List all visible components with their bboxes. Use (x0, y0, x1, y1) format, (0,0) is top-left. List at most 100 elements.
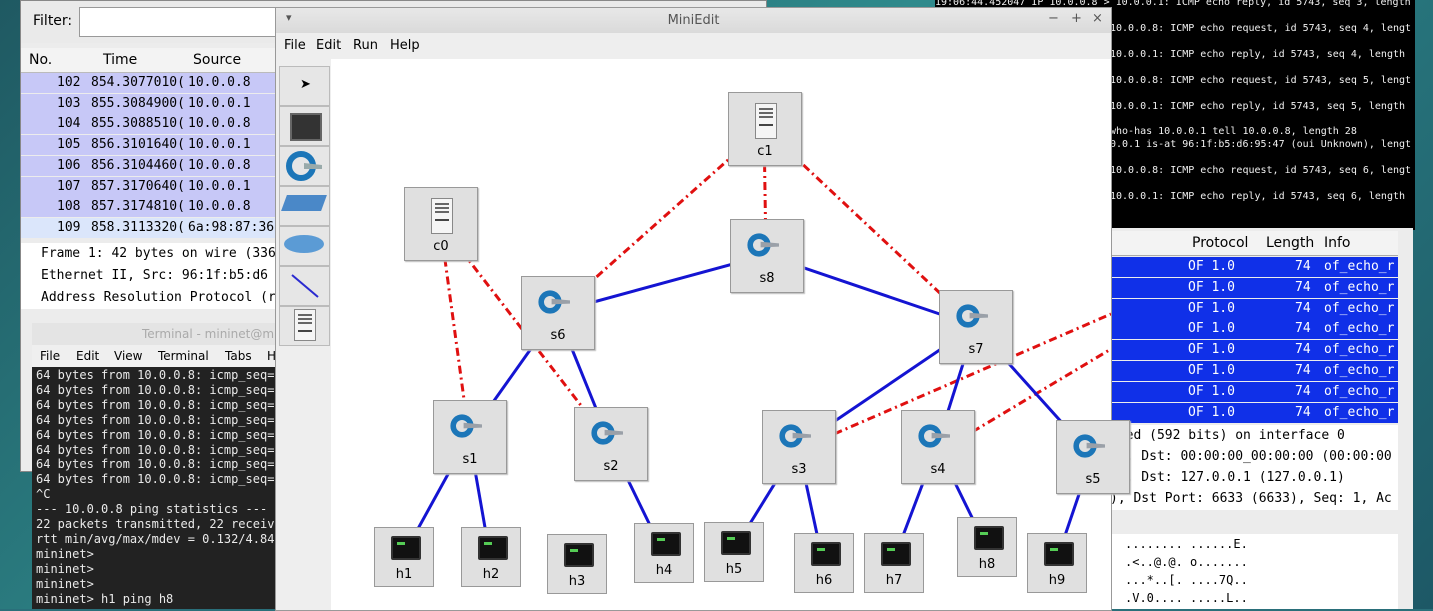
switch-icon (779, 424, 811, 448)
terminal-line: mininet> (36, 561, 94, 576)
packet-no: 104 (57, 116, 81, 132)
controller-node-c0[interactable]: c0 (404, 187, 478, 261)
tcpdump-line: 10.0.0.1: ICMP echo reply, id 5743, seq … (1110, 101, 1406, 112)
switch-node-s5[interactable]: s5 (1056, 420, 1130, 494)
link-tool[interactable] (279, 266, 330, 306)
detail-ethernet[interactable]: Ethernet II, Src: 96:1f:b5:d6 (21, 265, 281, 287)
minimize-button[interactable]: − (1048, 11, 1059, 26)
detail-line[interactable]: ), Dst Port: 6633 (6633), Seq: 1, Ac (1108, 488, 1398, 510)
packet-time: 855.3084900( (91, 95, 185, 111)
host-icon (391, 536, 421, 560)
terminal-menu-edit[interactable]: Edit (76, 349, 100, 363)
host-icon (881, 542, 911, 566)
miniedit-menubar: File Edit Run Help (276, 34, 1111, 58)
menu-help[interactable]: Help (390, 38, 420, 53)
detail-arp[interactable]: Address Resolution Protocol (r (21, 287, 281, 309)
terminal-line: 64 bytes from 10.0.0.8: icmp_seq=15 (36, 368, 289, 382)
packet-protocol: OF 1.0 (1188, 300, 1235, 316)
host-tool[interactable] (279, 106, 330, 146)
menu-run[interactable]: Run (353, 38, 378, 53)
packet-no: 107 (57, 178, 81, 194)
host-node-h5[interactable]: h5 (704, 522, 764, 582)
host-label: h3 (568, 574, 586, 589)
tcpdump-line: 10.0.0.1: ICMP echo reply, id 5743, seq … (1110, 49, 1406, 60)
host-node-h6[interactable]: h6 (794, 533, 854, 593)
host-node-h1[interactable]: h1 (374, 527, 434, 587)
miniedit-titlebar: ▾ MiniEdit − + × (276, 8, 1111, 33)
detail-frame[interactable]: Frame 1: 42 bytes on wire (336 (21, 243, 281, 265)
switch-node-s4[interactable]: s4 (901, 410, 975, 484)
column-info[interactable]: Info (1324, 235, 1351, 251)
switch-tool[interactable] (279, 146, 330, 186)
packet-length: 74 (1295, 300, 1311, 316)
packet-time: 856.3104460( (91, 157, 185, 173)
host-node-h8[interactable]: h8 (957, 517, 1017, 577)
packet-length: 74 (1295, 404, 1311, 420)
detail-line[interactable]: 1), Dst: 127.0.0.1 (127.0.0.1) (1108, 467, 1398, 489)
column-no[interactable]: No. (29, 52, 53, 68)
menu-file[interactable]: File (284, 38, 306, 53)
detail-line[interactable]: 0), Dst: 00:00:00_00:00:00 (00:00:00 (1108, 446, 1398, 468)
switch-node-s2[interactable]: s2 (574, 407, 648, 481)
maximize-button[interactable]: + (1071, 11, 1082, 26)
terminal-menu-terminal[interactable]: Terminal (158, 349, 209, 363)
hex-pane (1108, 534, 1398, 609)
switch-node-s6[interactable]: s6 (521, 276, 595, 350)
control-link-c1-s6[interactable] (556, 126, 765, 314)
host-node-h3[interactable]: h3 (547, 534, 607, 594)
terminal-menu-tabs[interactable]: Tabs (225, 349, 252, 363)
terminal-title: Terminal - mininet@mi (142, 327, 278, 341)
switch-node-s8[interactable]: s8 (730, 219, 804, 293)
terminal-menu-help[interactable]: H (267, 349, 277, 363)
terminal-menu-file[interactable]: File (40, 349, 61, 363)
controller-node-c1[interactable]: c1 (728, 92, 802, 166)
select-tool[interactable]: ➤ (279, 66, 330, 106)
host-label: h8 (978, 557, 996, 572)
hex-line: .V.0.... .....L.. (1125, 591, 1248, 605)
terminal-menu-view[interactable]: View (114, 349, 143, 363)
window-menu-icon[interactable]: ▾ (286, 11, 292, 24)
switch-node-s7[interactable]: s7 (939, 290, 1013, 364)
miniedit-title: MiniEdit (667, 13, 720, 28)
host-icon (974, 526, 1004, 550)
legacy-switch-tool[interactable] (279, 186, 330, 226)
host-node-h7[interactable]: h7 (864, 533, 924, 593)
close-button[interactable]: × (1092, 11, 1103, 26)
switch-node-s3[interactable]: s3 (762, 410, 836, 484)
control-link-s4-offscreen[interactable] (956, 347, 1111, 443)
legacy-router-tool[interactable] (279, 226, 330, 266)
column-protocol[interactable]: Protocol (1192, 235, 1249, 251)
host-node-h4[interactable]: h4 (634, 523, 694, 583)
host-icon (564, 543, 594, 567)
switch-node-s1[interactable]: s1 (433, 400, 507, 474)
switch-label: s5 (1085, 472, 1101, 487)
packet-source: 10.0.0.8 (188, 116, 251, 132)
host-node-h2[interactable]: h2 (461, 527, 521, 587)
column-source[interactable]: Source (193, 52, 242, 68)
controller-tool[interactable] (279, 306, 330, 346)
column-time[interactable]: Time (103, 52, 138, 68)
menu-edit[interactable]: Edit (316, 38, 342, 53)
switch-icon (450, 414, 482, 438)
host-node-h9[interactable]: h9 (1027, 533, 1087, 593)
detail-line[interactable]: ured (592 bits) on interface 0 (1108, 425, 1398, 447)
column-length[interactable]: Length (1266, 235, 1315, 251)
